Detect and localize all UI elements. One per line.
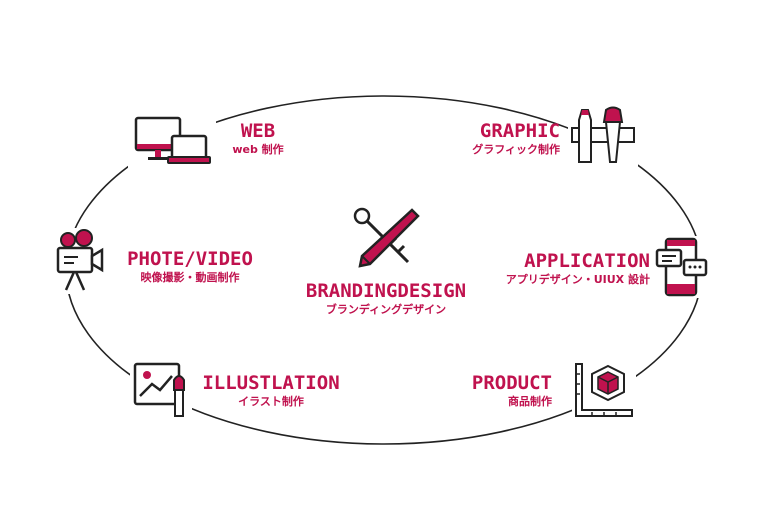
application-label: APPLICATION アプリデザイン・UIUX 設計 [490, 250, 650, 287]
web-label: WEB web 制作 [210, 120, 306, 157]
branding-subtitle: ブランディングデザイン [325, 303, 447, 316]
web-subtitle: web 制作 [232, 143, 284, 156]
web-title: WEB [240, 120, 276, 142]
smartphone-chat-icon [654, 236, 710, 298]
picture-brush-icon [130, 358, 192, 420]
illustration-subtitle: イラスト制作 [238, 395, 304, 408]
pencil-brush-ruler-icon [568, 106, 638, 168]
monitor-laptop-icon [128, 108, 216, 168]
application-title: APPLICATION [524, 250, 650, 272]
photo-video-title: PHOTE/VIDEO [127, 248, 253, 270]
photo-video-label: PHOTE/VIDEO 映像撮影・動画制作 [118, 248, 262, 285]
box-ruler-icon [572, 360, 636, 420]
product-label: PRODUCT 商品制作 [440, 372, 552, 409]
product-title: PRODUCT [471, 372, 552, 394]
branding-title: BRANDINGDESIGN [305, 280, 467, 302]
product-subtitle: 商品制作 [508, 395, 552, 408]
branding-label: BRANDINGDESIGN ブランディングデザイン [296, 280, 476, 317]
illustration-title: ILLUSTLATION [202, 372, 340, 394]
photo-video-subtitle: 映像撮影・動画制作 [140, 271, 240, 284]
pencil-key-icon [353, 207, 420, 268]
illustration-label: ILLUSTLATION イラスト制作 [196, 372, 346, 409]
graphic-subtitle: グラフィック制作 [472, 143, 560, 156]
graphic-title: GRAPHIC [479, 120, 560, 142]
graphic-label: GRAPHIC グラフィック制作 [440, 120, 560, 157]
application-subtitle: アプリデザイン・UIUX 設計 [505, 273, 650, 286]
video-camera-icon [54, 228, 106, 294]
